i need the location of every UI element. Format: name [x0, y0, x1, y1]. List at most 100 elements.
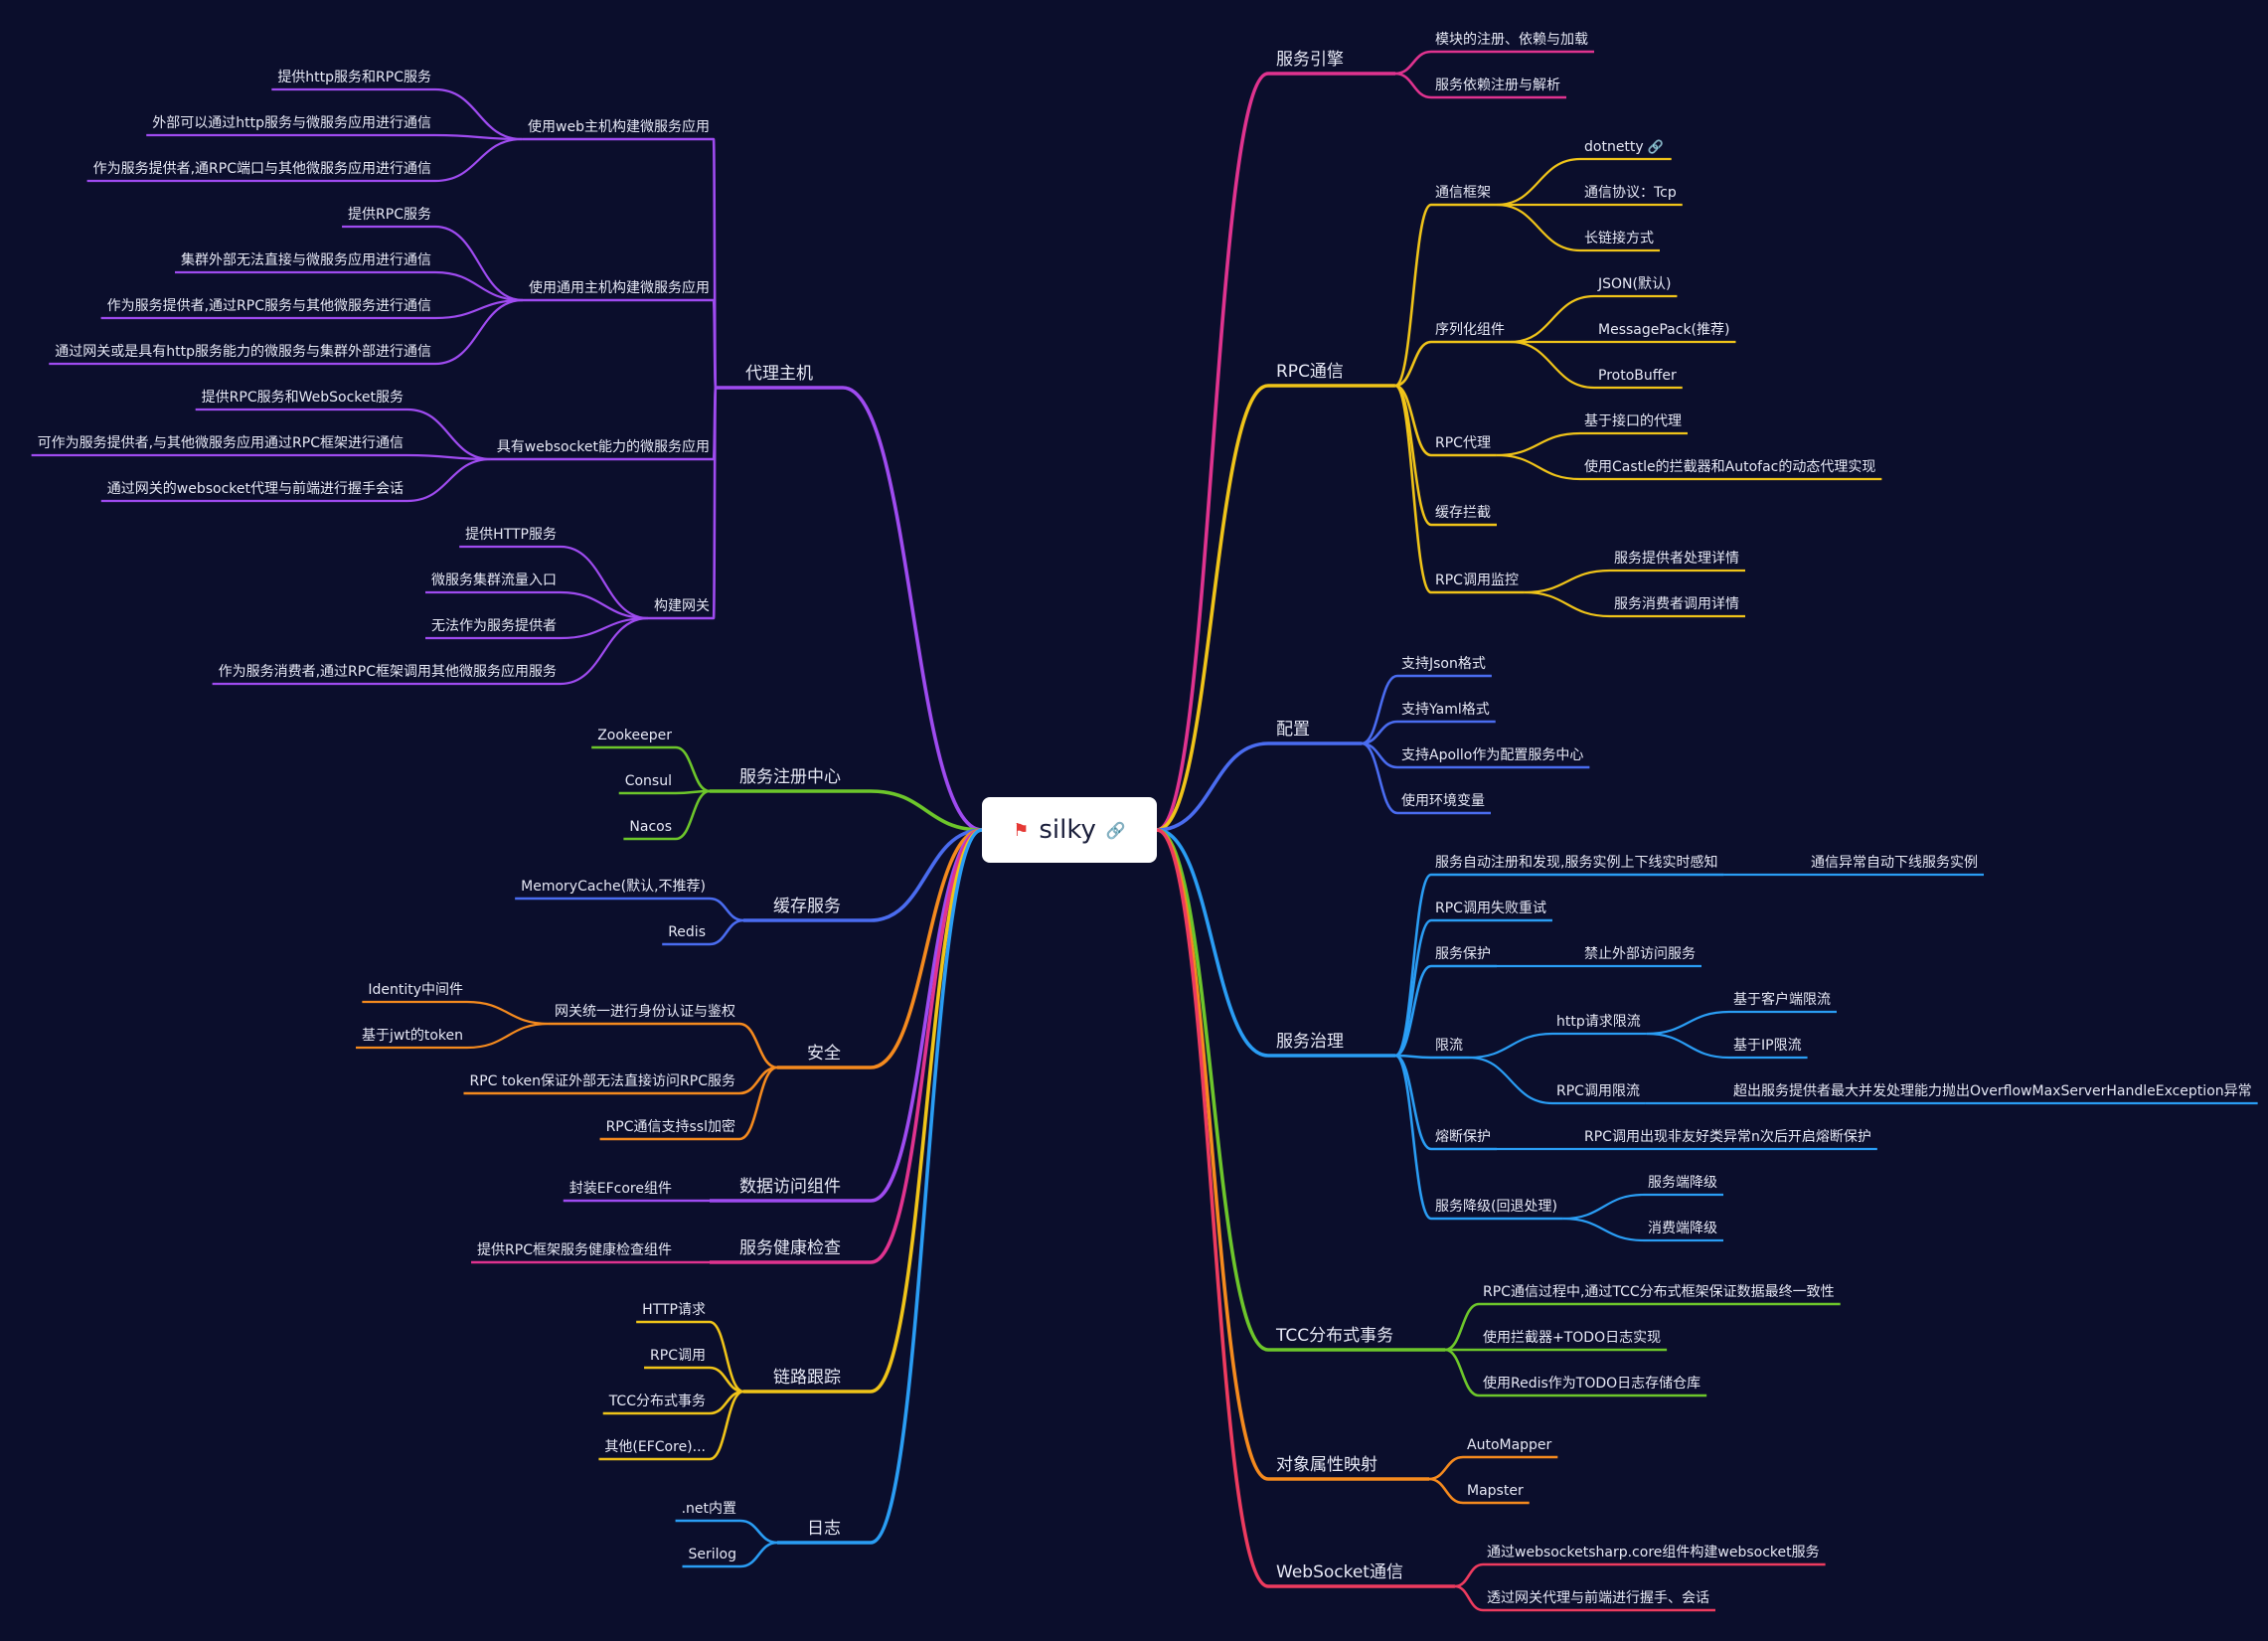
branch-security-item-1[interactable]: RPC token保证外部无法直接访问RPC服务	[470, 1072, 736, 1089]
branch-registry-item-2[interactable]: Nacos	[629, 819, 672, 835]
branch-security-item-2[interactable]: RPC通信支持ssl加密	[606, 1118, 735, 1135]
branch-rpc-item-4-child-0[interactable]: 服务提供者处理详情	[1614, 551, 1739, 567]
branch-proxy-host-item-0-child-0[interactable]: 提供http服务和RPC服务	[277, 70, 431, 85]
branch-rpc-item-4[interactable]: RPC调用监控	[1435, 573, 1519, 588]
branch-proxy-host-item-0-child-1[interactable]: 外部可以通过http服务与微服务应用进行通信	[152, 114, 431, 131]
branch-governance-item-3-connector	[1394, 1054, 1432, 1060]
branch-tcc-item-0[interactable]: RPC通信过程中,通过TCC分布式框架保证数据最终一致性	[1483, 1284, 1835, 1300]
branch-proxy-host-item-2-child-1[interactable]: 可作为服务提供者,与其他微服务应用通过RPC框架进行通信	[38, 434, 404, 451]
branch-rpc-item-0-child-2[interactable]: 长链接方式	[1584, 230, 1654, 246]
branch-tracing-item-0[interactable]: HTTP请求	[642, 1302, 706, 1318]
branch-governance-item-3-child-1-child-0[interactable]: 超出服务提供者最大并发处理能力抛出OverflowMaxServerHandle…	[1733, 1083, 2252, 1099]
branch-governance-item-2[interactable]: 服务保护	[1435, 946, 1491, 962]
branch-config-item-1[interactable]: 支持Yaml格式	[1401, 702, 1490, 718]
branch-governance[interactable]: 服务治理	[1276, 1032, 1344, 1052]
branch-governance-item-2-child-0[interactable]: 禁止外部访问服务	[1584, 946, 1696, 962]
branch-data-access-item-0[interactable]: 封装EFcore组件	[569, 1181, 672, 1197]
branch-rpc[interactable]: RPC通信	[1276, 362, 1344, 382]
branch-websocket-item-0[interactable]: 通过websocketsharp.core组件构建websocket服务	[1487, 1545, 1820, 1560]
branch-engine[interactable]: 服务引擎	[1276, 50, 1344, 70]
branch-proxy-host-item-2[interactable]: 具有websocket能力的微服务应用	[497, 438, 710, 455]
branch-proxy-host-item-1-child-1[interactable]: 集群外部无法直接与微服务应用进行通信	[181, 251, 431, 268]
branch-proxy-host-item-2-child-2[interactable]: 通过网关的websocket代理与前端进行握手会话	[107, 480, 404, 497]
branch-proxy-host-item-1-child-2[interactable]: 作为服务提供者,通过RPC服务与其他微服务进行通信	[107, 298, 431, 314]
branch-websocket-item-1[interactable]: 透过网关代理与前端进行握手、会话	[1487, 1589, 1709, 1606]
branch-registry-item-1[interactable]: Consul	[625, 773, 672, 789]
branch-logging[interactable]: 日志	[807, 1519, 841, 1539]
branch-governance-item-3-child-1[interactable]: RPC调用限流	[1556, 1083, 1640, 1099]
branch-logging-item-1[interactable]: Serilog	[689, 1547, 737, 1562]
branch-tracing[interactable]: 链路跟踪	[773, 1368, 841, 1388]
branch-data-access[interactable]: 数据访问组件	[739, 1177, 841, 1197]
branch-rpc-item-2-child-1[interactable]: 使用Castle的拦截器和Autofac的动态代理实现	[1584, 458, 1875, 475]
branch-engine-item-0[interactable]: 模块的注册、依赖与加载	[1435, 32, 1588, 48]
branch-security-item-0[interactable]: 网关统一进行身份认证与鉴权	[555, 1004, 735, 1020]
branch-governance-item-3-child-0-child-1[interactable]: 基于IP限流	[1733, 1037, 1802, 1054]
branch-proxy-host-item-3[interactable]: 构建网关	[654, 598, 710, 614]
root-node[interactable]: ⚑ silky 🔗	[982, 797, 1157, 863]
branch-config-item-3[interactable]: 使用环境变量	[1401, 792, 1485, 809]
branch-proxy-host-item-3-child-2[interactable]: 无法作为服务提供者	[431, 618, 557, 634]
branch-rpc-item-1[interactable]: 序列化组件	[1435, 322, 1505, 338]
branch-rpc-item-4-child-1[interactable]: 服务消费者调用详情	[1614, 596, 1739, 612]
branch-proxy-host-item-2-child-0[interactable]: 提供RPC服务和WebSocket服务	[202, 390, 404, 406]
branch-rpc-item-1-child-2[interactable]: ProtoBuffer	[1598, 368, 1677, 384]
branch-tcc-item-1[interactable]: 使用拦截器+TODO日志实现	[1483, 1329, 1661, 1346]
branch-tracing-item-1[interactable]: RPC调用	[650, 1348, 706, 1364]
branch-governance-item-4[interactable]: 熔断保护	[1435, 1129, 1491, 1145]
branch-governance-item-3[interactable]: 限流	[1435, 1038, 1463, 1054]
branch-governance-item-0[interactable]: 服务自动注册和发现,服务实例上下线实时感知	[1435, 854, 1717, 871]
branch-tracing-item-3[interactable]: 其他(EFCore)...	[604, 1439, 706, 1455]
branch-registry[interactable]: 服务注册中心	[739, 767, 841, 787]
branch-health[interactable]: 服务健康检查	[739, 1238, 841, 1258]
branch-tracing-item-2[interactable]: TCC分布式事务	[608, 1394, 706, 1409]
branch-security[interactable]: 安全	[807, 1044, 841, 1064]
branch-governance-item-1[interactable]: RPC调用失败重试	[1435, 901, 1546, 916]
branch-governance-item-5-child-0[interactable]: 服务端降级	[1648, 1175, 1717, 1191]
branch-proxy-host-item-0[interactable]: 使用web主机构建微服务应用	[528, 118, 710, 135]
branch-proxy-host-item-3-child-0[interactable]: 提供HTTP服务	[465, 527, 557, 543]
branch-security-item-0-child-0[interactable]: Identity中间件	[368, 982, 463, 998]
branch-tcc[interactable]: TCC分布式事务	[1275, 1326, 1393, 1346]
link-icon[interactable]: 🔗	[1105, 820, 1126, 840]
branch-rpc-item-0-child-0[interactable]: dotnetty	[1584, 139, 1644, 155]
branch-mapping-item-1[interactable]: Mapster	[1467, 1483, 1524, 1499]
branch-governance-item-5-child-1[interactable]: 消费端降级	[1648, 1221, 1717, 1236]
branch-governance-item-3-child-0-child-0[interactable]: 基于客户端限流	[1733, 991, 1831, 1008]
branch-proxy-host-item-1-child-3[interactable]: 通过网关或是具有http服务能力的微服务与集群外部进行通信	[55, 343, 431, 360]
branch-rpc-item-1-child-0[interactable]: JSON(默认)	[1597, 276, 1671, 292]
branch-engine-item-1[interactable]: 服务依赖注册与解析	[1435, 78, 1560, 93]
branch-rpc-item-2-child-0[interactable]: 基于接口的代理	[1584, 412, 1682, 429]
branch-config[interactable]: 配置	[1276, 720, 1310, 739]
branch-rpc-item-0[interactable]: 通信框架	[1435, 185, 1491, 201]
branch-governance-item-3-child-0[interactable]: http请求限流	[1556, 1014, 1641, 1030]
branch-proxy-host-item-1-child-0[interactable]: 提供RPC服务	[348, 207, 431, 223]
branch-mapping[interactable]: 对象属性映射	[1276, 1455, 1377, 1475]
branch-cache-item-1[interactable]: Redis	[668, 924, 706, 940]
branch-registry-item-0[interactable]: Zookeeper	[597, 728, 672, 743]
branch-websocket[interactable]: WebSocket通信	[1276, 1562, 1403, 1582]
branch-logging-item-0[interactable]: .net内置	[682, 1501, 736, 1517]
branch-rpc-item-2[interactable]: RPC代理	[1435, 435, 1491, 451]
branch-cache[interactable]: 缓存服务	[773, 897, 841, 916]
branch-proxy-host-item-3-child-3[interactable]: 作为服务消费者,通过RPC框架调用其他微服务应用服务	[219, 663, 557, 680]
branch-governance-item-4-child-0[interactable]: RPC调用出现非友好类异常n次后开启熔断保护	[1584, 1129, 1871, 1145]
branch-tcc-item-2[interactable]: 使用Redis作为TODO日志存储仓库	[1483, 1375, 1701, 1392]
branch-registry-item-0-connector	[675, 745, 711, 793]
branch-proxy-host-item-1[interactable]: 使用通用主机构建微服务应用	[529, 279, 710, 296]
branch-proxy-host-item-0-child-2[interactable]: 作为服务提供者,通RPC端口与其他微服务应用进行通信	[93, 160, 431, 177]
branch-health-item-0[interactable]: 提供RPC框架服务健康检查组件	[477, 1241, 672, 1258]
branch-rpc-item-1-child-1[interactable]: MessagePack(推荐)	[1598, 322, 1729, 338]
link-icon[interactable]: 🔗	[1648, 138, 1664, 155]
branch-governance-item-0-child-0[interactable]: 通信异常自动下线服务实例	[1811, 855, 1978, 871]
branch-proxy-host[interactable]: 代理主机	[745, 364, 813, 384]
branch-mapping-item-0[interactable]: AutoMapper	[1467, 1437, 1552, 1453]
branch-security-item-0-child-1[interactable]: 基于jwt的token	[362, 1027, 463, 1044]
branch-rpc-item-0-child-1[interactable]: 通信协议：Tcp	[1584, 185, 1677, 201]
branch-governance-item-5[interactable]: 服务降级(回退处理)	[1435, 1199, 1557, 1215]
branch-cache-item-0[interactable]: MemoryCache(默认,不推荐)	[521, 879, 706, 895]
branch-rpc-item-3[interactable]: 缓存拦截	[1435, 505, 1491, 521]
branch-config-item-0[interactable]: 支持Json格式	[1401, 656, 1486, 672]
branch-config-item-2[interactable]: 支持Apollo作为配置服务中心	[1401, 747, 1583, 763]
branch-proxy-host-item-3-child-1[interactable]: 微服务集群流量入口	[431, 572, 557, 588]
